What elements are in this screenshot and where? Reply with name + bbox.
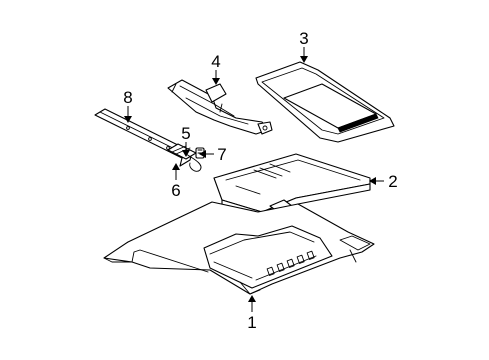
part-8-jack-handle <box>94 108 193 167</box>
callout-6: 6 <box>171 181 180 200</box>
callout-8: 8 <box>123 88 132 107</box>
leader-8 <box>124 106 132 123</box>
leader-3 <box>300 47 308 63</box>
callout-5: 5 <box>181 124 190 143</box>
part-1-floor-pan <box>103 201 375 295</box>
part-4-scissor-jack <box>167 79 273 135</box>
leader-6 <box>172 163 180 180</box>
part-3-storage-tray <box>255 61 395 143</box>
leader-1 <box>248 295 256 312</box>
callout-2: 2 <box>388 172 397 191</box>
callout-3: 3 <box>299 29 308 48</box>
callout-1: 1 <box>247 313 256 332</box>
leader-4 <box>212 70 220 85</box>
part-5-hook <box>185 153 202 172</box>
callout-4: 4 <box>211 52 220 71</box>
callout-7: 7 <box>217 145 226 164</box>
leader-7 <box>199 150 214 158</box>
leader-2 <box>369 177 384 185</box>
leader-5 <box>182 142 190 157</box>
